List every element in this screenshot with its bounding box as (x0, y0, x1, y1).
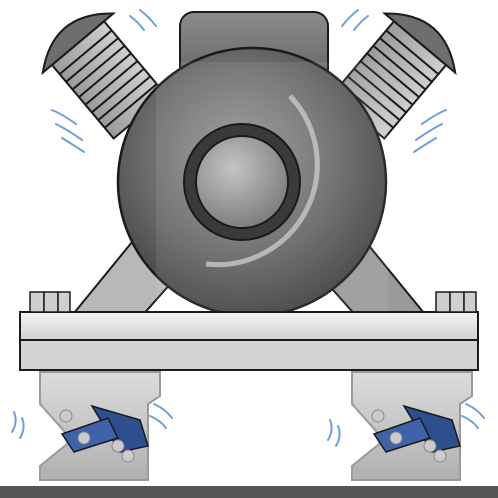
isolator-mount-left-icon (40, 372, 160, 480)
isolator-mount-right-icon (352, 372, 472, 480)
motor-icon (118, 48, 388, 318)
floor (0, 486, 498, 498)
